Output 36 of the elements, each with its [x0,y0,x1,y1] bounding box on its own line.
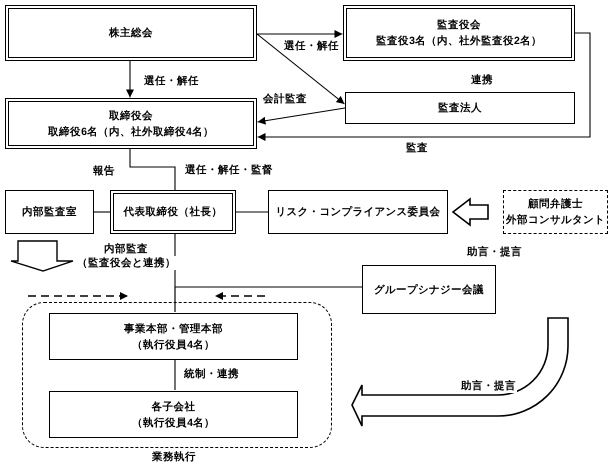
organization-box: 事業本部・管理本部 （執行役員4名） [49,313,298,360]
connector-line [174,359,176,390]
block-arrow [452,197,489,227]
edge-label: 会計監査 [262,92,308,106]
group-caption: 業務執行 [151,450,197,464]
arrow [258,32,591,141]
note-label: 連携 [470,73,494,87]
group-box [22,302,332,448]
arrow [256,34,345,104]
organization-box: 監査役会 監査役3名（内、社外監査役2名） [343,5,575,61]
connector-line [129,149,176,190]
note-label: 内部監査 [103,242,149,256]
edge-label: 助言・提言 [460,379,517,393]
edge-label: 選任・解任 [283,39,340,53]
organization-box: 取締役会 取締役6名（内、社外取締役4名） [5,98,257,149]
organization-box: 各子会社 （執行役員4名） [49,391,298,438]
edge-label: 選任・解任 [143,74,200,88]
block-arrow [351,317,569,427]
organization-box: 株主総会 [5,5,257,61]
connector-line [174,286,362,312]
organization-box: 代表取締役（社長） [110,190,236,234]
note-label: 報告 [92,164,116,178]
organization-box: 内部監査室 [5,190,94,234]
edge-label: 監査 [405,141,429,155]
connector-line [236,211,268,213]
edge-label: 助言・提言 [466,245,523,259]
connector-line [94,211,110,213]
arrow [257,30,342,38]
external-box: 顧問弁護士 外部コンサルタント [503,190,608,234]
edge-label: 統制・連携 [183,367,240,381]
organization-box: グループシナジー会議 [362,265,496,314]
arrow [257,107,346,125]
organization-box: 監査法人 [345,92,575,124]
arrow [126,61,134,98]
organization-box: リスク・コンプライアンス委員会 [268,190,448,234]
edge-label: 選任・解任・監督 [184,163,274,177]
